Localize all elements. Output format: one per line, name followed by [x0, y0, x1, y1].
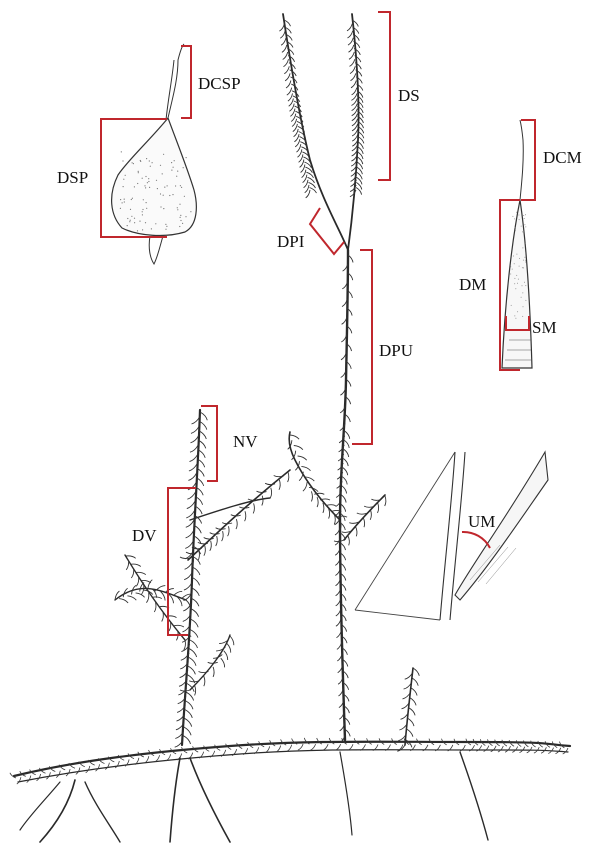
label-sm: SM: [532, 318, 557, 337]
label-dcsp: DCSP: [198, 74, 241, 93]
label-ds: DS: [398, 86, 420, 105]
label-dcm: DCM: [543, 148, 582, 167]
label-dm: DM: [459, 275, 486, 294]
label-dsp: DSP: [57, 168, 88, 187]
label-um: UM: [468, 512, 495, 531]
label-dv: DV: [132, 526, 157, 545]
label-dpi: DPI: [277, 232, 305, 251]
label-nv: NV: [233, 432, 258, 451]
label-dpu: DPU: [379, 341, 413, 360]
